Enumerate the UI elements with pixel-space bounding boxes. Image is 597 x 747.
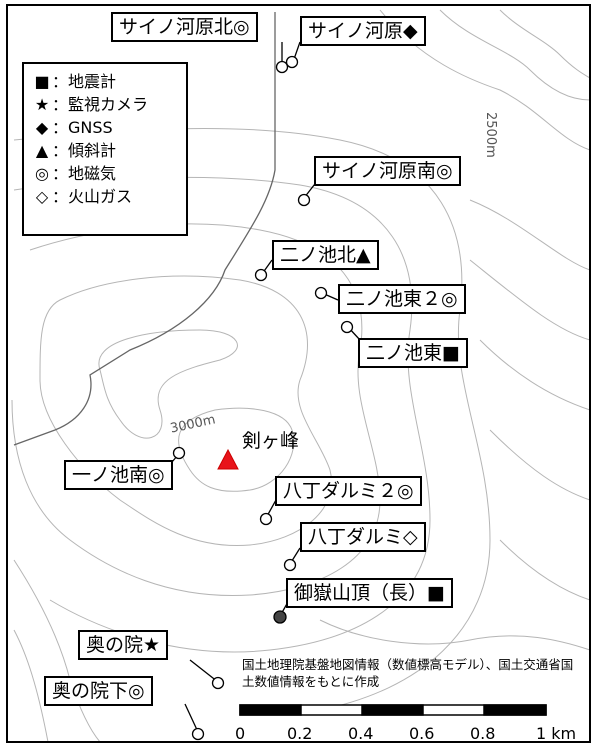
gnss-icon: ◆ — [35, 118, 49, 137]
station-marker-sainokawara-kita — [275, 60, 289, 74]
legend-row: ◇：火山ガス — [32, 185, 178, 208]
station-label-okunoin-shita: 奥の院下◎ — [44, 676, 153, 706]
station-markers — [172, 55, 354, 741]
station-marker-hacchodarumi2 — [259, 512, 273, 526]
station-marker-ninoike-higashi2 — [314, 286, 328, 300]
legend-text: ：傾斜計 — [52, 141, 117, 160]
station-marker-ninoike-kita — [254, 268, 268, 282]
contour-label-2500: 2500m — [483, 112, 498, 158]
volcanic-gas-icon: ◇ — [35, 187, 49, 206]
station-label-ninoike-higashi2: 二ノ池東２◎ — [338, 284, 466, 314]
camera-icon: ★ — [34, 95, 50, 114]
peak-name: 剣ヶ峰 — [242, 430, 300, 452]
scale-label-0-6: 0.6 — [409, 724, 435, 743]
scale-label-1km: 1 km — [536, 724, 577, 743]
station-label-ichinoike-minami: 一ノ池南◎ — [64, 460, 173, 490]
scale-label-0: 0 — [235, 724, 246, 743]
station-label-sainokawara: サイノ河原◆ — [300, 16, 426, 46]
station-marker-sainokawara — [285, 55, 299, 69]
scale-label-0-8: 0.8 — [470, 724, 496, 743]
station-label-sainokawara-minami: サイノ河原南◎ — [314, 156, 461, 186]
station-marker-okunoin — [211, 676, 225, 690]
attribution-text: 国土地理院基盤地図情報（数値標高モデル）、国土交通省国土数値情報をもとに作成 — [242, 657, 574, 689]
tiltmeter-icon: ▲ — [35, 141, 49, 160]
boundary-line — [13, 12, 276, 446]
legend-text: ：地磁気 — [52, 164, 117, 183]
station-label-sainokawara-kita: サイノ河原北◎ — [111, 12, 258, 42]
seismometer-icon: ■ — [34, 72, 50, 91]
station-marker-okunoin-shita — [191, 727, 205, 741]
legend-row: ◎：地磁気 — [32, 162, 178, 185]
station-marker-ontakesancho — [273, 610, 287, 624]
legend-row: ■：地震計 — [32, 70, 178, 93]
summit-marker — [217, 448, 239, 470]
station-marker-hacchodarumi — [283, 558, 297, 572]
legend-row: ◆：GNSS — [32, 116, 178, 139]
magnetometer-icon: ◎ — [35, 164, 49, 183]
station-marker-ninoike-higashi — [340, 320, 354, 334]
legend-text: ：GNSS — [52, 118, 113, 137]
map-frame — [6, 4, 591, 743]
legend-text: ：地震計 — [52, 72, 117, 91]
station-label-ninoike-higashi: 二ノ池東■ — [358, 338, 468, 368]
scale-label-0-2: 0.2 — [287, 724, 313, 743]
legend-row: ▲：傾斜計 — [32, 139, 178, 162]
scale-label-0-4: 0.4 — [348, 724, 374, 743]
station-label-ninoike-kita: 二ノ池北▲ — [272, 240, 379, 270]
station-marker-ichinoike-minami — [172, 446, 186, 460]
station-label-ontakesancho: 御嶽山頂（長）■ — [286, 578, 453, 608]
legend-text: ：火山ガス — [52, 187, 133, 206]
scale-bar — [239, 704, 547, 716]
legend: ■：地震計 ★：監視カメラ ◆：GNSS ▲：傾斜計 ◎：地磁気 ◇：火山ガス — [22, 62, 188, 236]
legend-text: ：監視カメラ — [52, 95, 149, 114]
station-label-hacchodarumi2: 八丁ダルミ２◎ — [275, 476, 422, 506]
station-label-hacchodarumi: 八丁ダルミ◇ — [300, 522, 426, 552]
station-marker-sainokawara-minami — [297, 193, 311, 207]
legend-row: ★：監視カメラ — [32, 93, 178, 116]
station-label-okunoin: 奥の院★ — [78, 630, 169, 660]
